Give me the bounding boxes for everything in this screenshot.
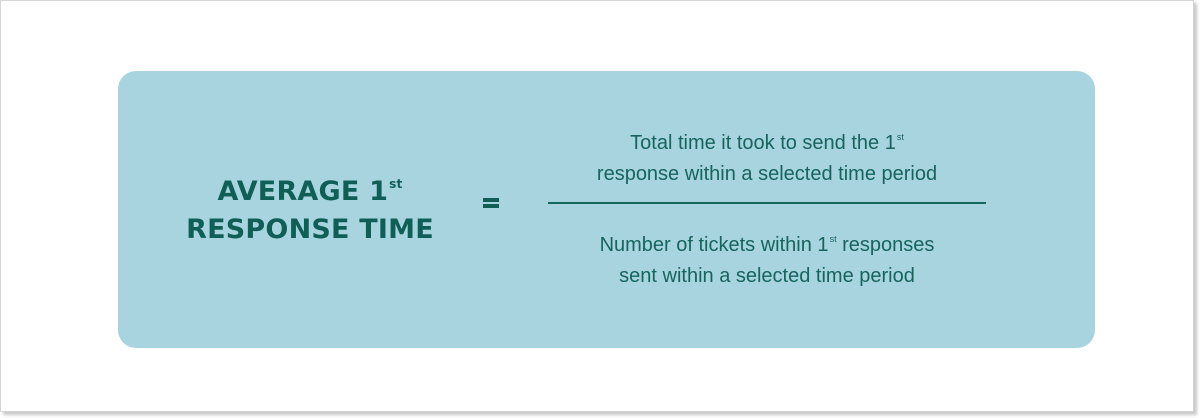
- ordinal-superscript: st: [896, 132, 904, 143]
- fraction: Total time it took to send the 1st respo…: [548, 129, 986, 290]
- denominator-line-2: sent within a selected time period: [619, 265, 915, 287]
- numerator-line-2: response within a selected time period: [596, 163, 938, 185]
- denominator-text-pre: Number of tickets within 1: [599, 234, 829, 256]
- equals-bar-top: [483, 198, 499, 202]
- numerator-line-1: Total time it took to send the 1st: [548, 129, 986, 160]
- denominator: Number of tickets within 1st responses s…: [548, 231, 986, 290]
- equals-sign: [477, 192, 507, 212]
- numerator-text: Total time it took to send the 1: [630, 132, 896, 154]
- ordinal-superscript: st: [389, 177, 403, 192]
- metric-name-text: AVERAGE 1: [217, 176, 389, 207]
- ordinal-superscript: st: [829, 234, 837, 245]
- denominator-line-1: Number of tickets within 1st responses: [548, 231, 986, 262]
- denominator-text-post: responses: [836, 234, 935, 256]
- equals-bar-bottom: [483, 204, 499, 208]
- formula-card: AVERAGE 1st RESPONSE TIME Total time it …: [118, 71, 1095, 348]
- fraction-bar: [548, 202, 986, 204]
- numerator: Total time it took to send the 1st respo…: [548, 129, 986, 191]
- metric-name-line-2: RESPONSE TIME: [186, 214, 434, 245]
- metric-name: AVERAGE 1st RESPONSE TIME: [180, 175, 440, 246]
- metric-name-line-1: AVERAGE 1st: [180, 175, 440, 213]
